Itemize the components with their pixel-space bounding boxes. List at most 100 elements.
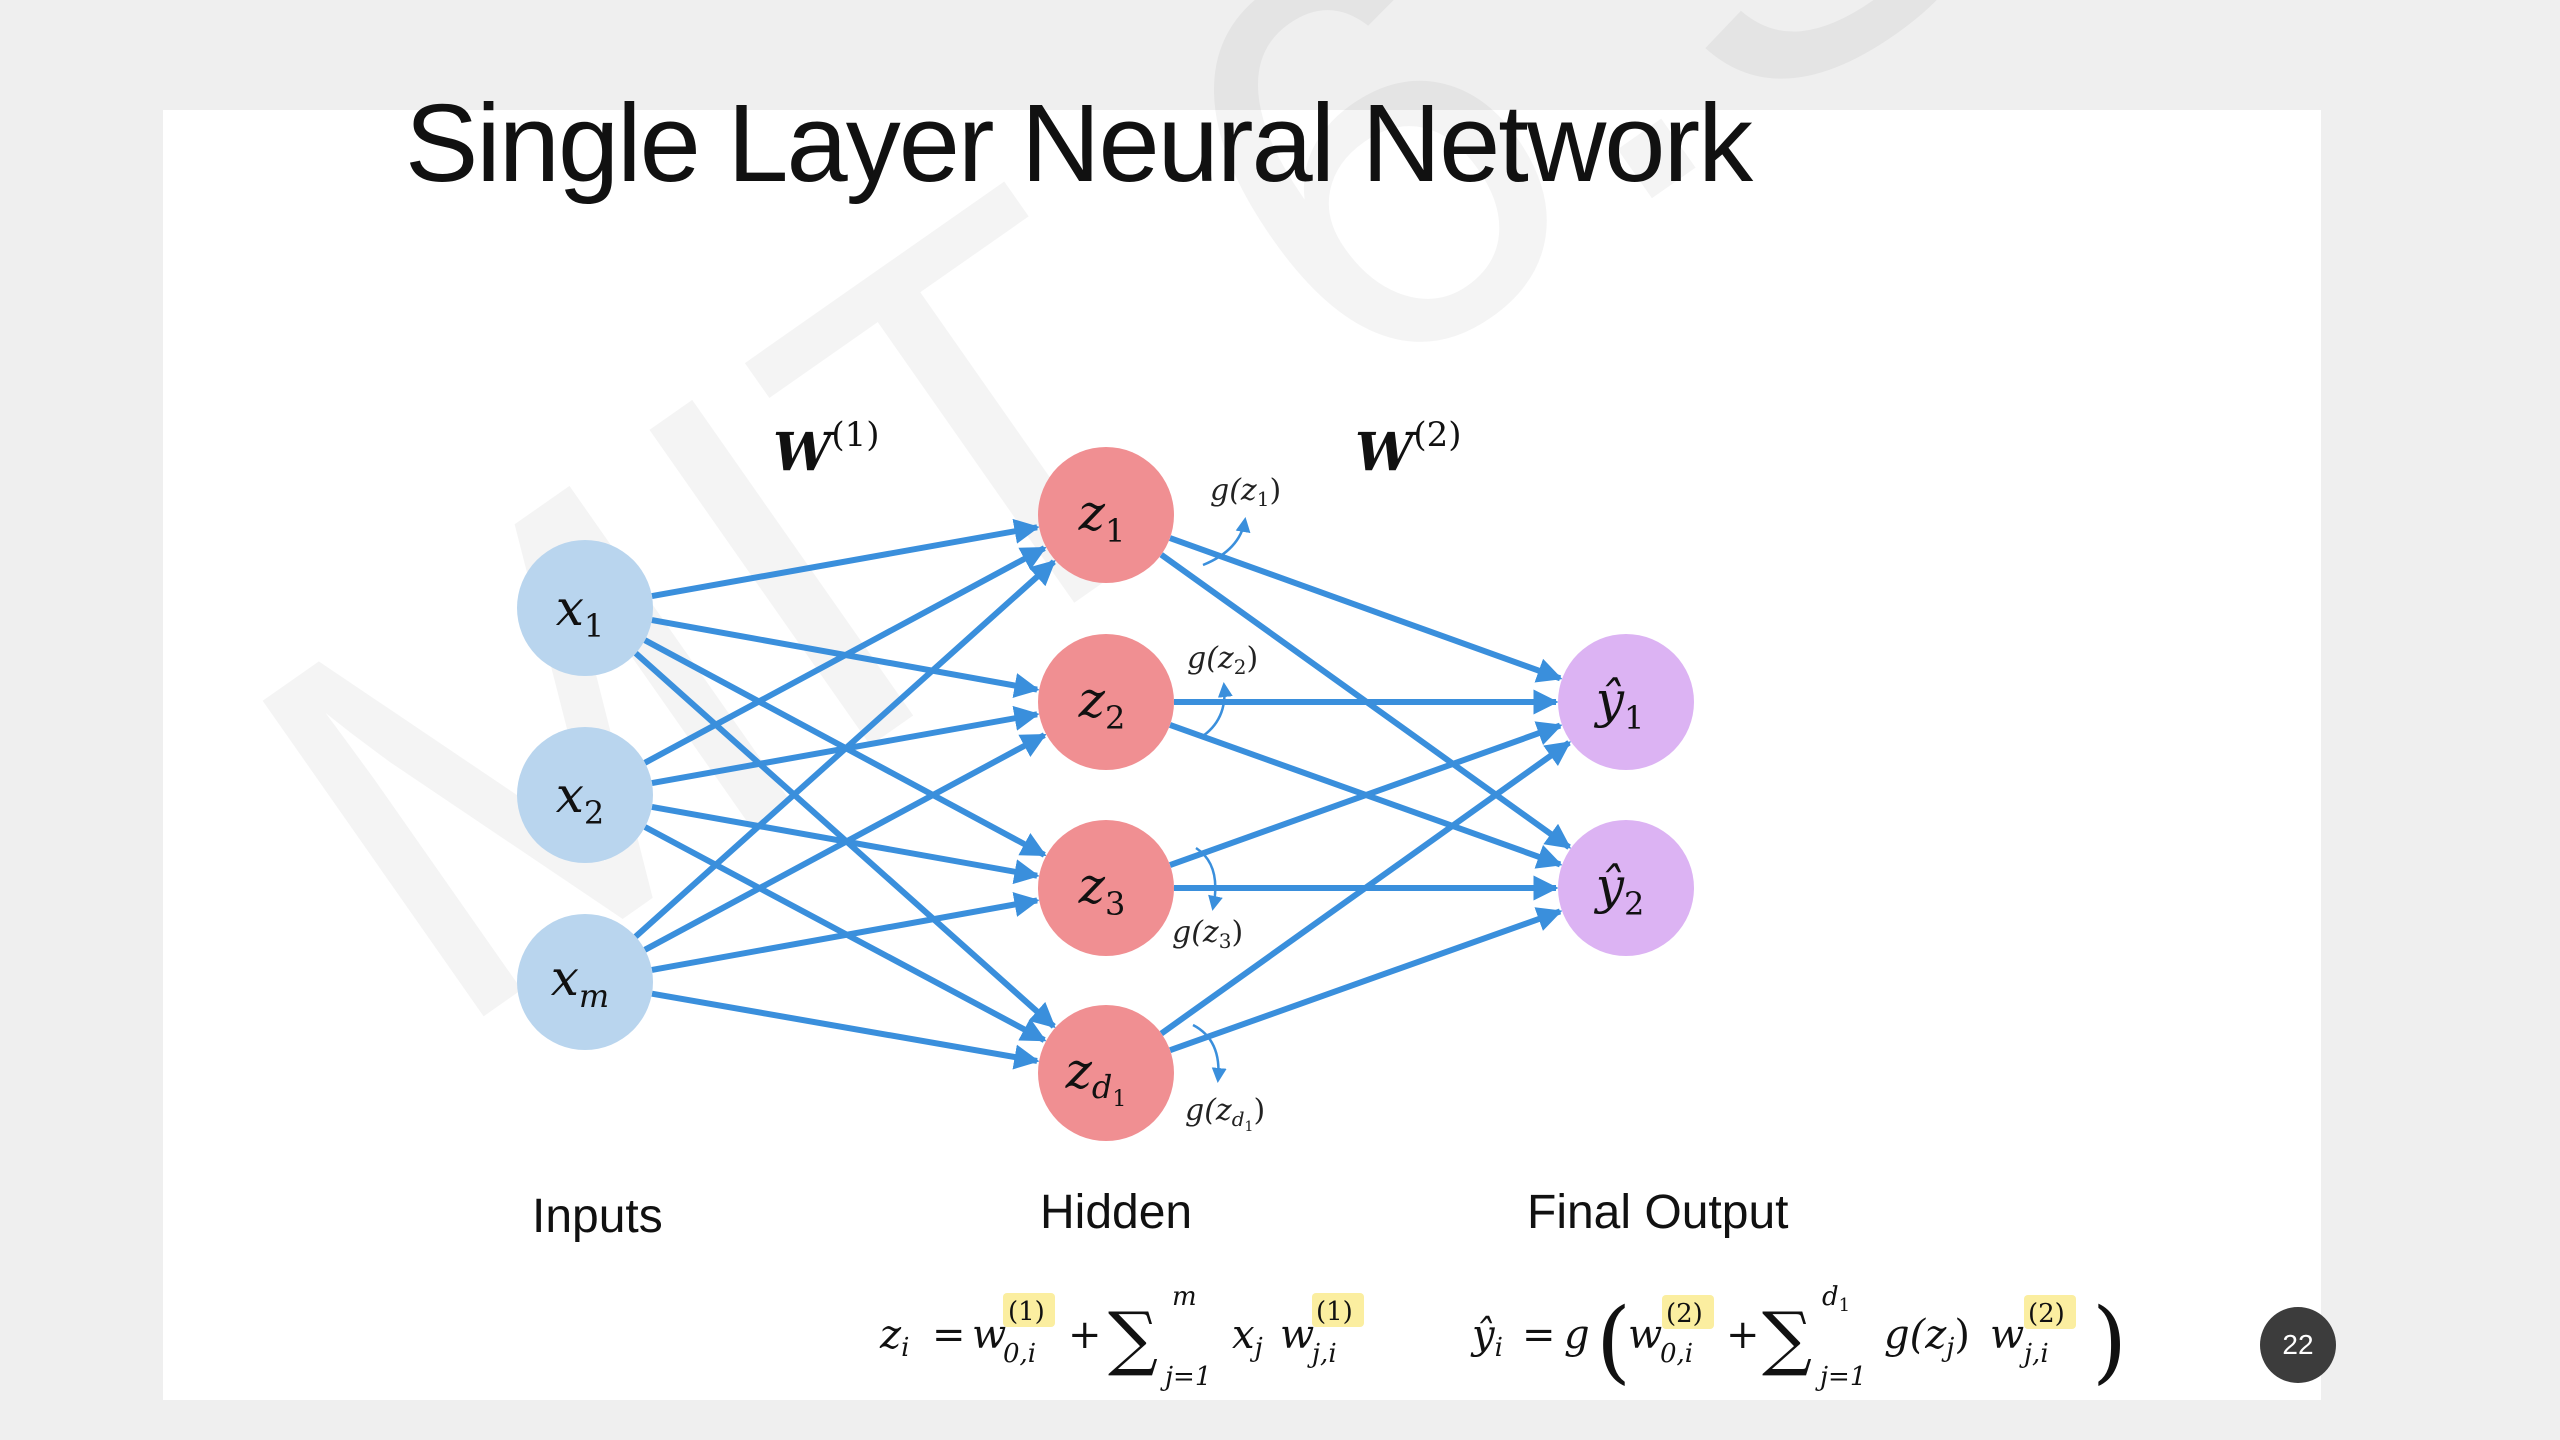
highlight-w2-sum: [2024, 1295, 2076, 1329]
node-subscript: d: [1092, 1068, 1112, 1106]
node-label: x: [556, 766, 584, 824]
svg-text:(1): (1): [1008, 1297, 1045, 1327]
svg-text:(2): (2): [1666, 1299, 1703, 1329]
svg-text:j=1: j=1: [1160, 1362, 1211, 1392]
input-node-x2: x2: [517, 727, 653, 863]
svg-text:j,i: j,i: [2019, 1339, 2049, 1369]
activation-label-z3: g(z3): [1172, 915, 1243, 953]
activation-arrow-z2: [1199, 682, 1233, 740]
weight-label-w2: W(2): [1355, 415, 1462, 483]
input-hidden-edge-2-1: [643, 732, 1047, 953]
node-subscript: 1: [584, 607, 604, 645]
layer-label-inputs: Inputs: [532, 1190, 663, 1243]
output-equation: ŷi = g ( w (2) 0,i + ∑ d1 j=1 g(zj) w (2…: [1470, 1282, 2127, 1394]
node-subscript: m: [579, 977, 609, 1015]
input-hidden-edge-1-0: [643, 545, 1047, 766]
svg-text:w: w: [972, 1312, 1006, 1358]
hidden-node-circle: [1038, 1005, 1174, 1141]
activation-arrow-z3: [1195, 846, 1223, 911]
svg-text:∑: ∑: [1762, 1297, 1812, 1379]
node-label: x: [556, 579, 584, 637]
svg-text:zi: zi: [879, 1312, 909, 1363]
svg-text:0,i: 0,i: [1660, 1339, 1693, 1369]
svg-text:ŷ2: ŷ2: [1594, 857, 1645, 923]
svg-text:w: w: [1628, 1312, 1662, 1358]
node-subscript: 2: [1624, 885, 1644, 923]
svg-text:x1: x1: [556, 579, 605, 645]
hidden-node-z3: z3: [1038, 820, 1174, 956]
node-label: x: [551, 949, 579, 1007]
input-hidden-edge-2-3: [651, 990, 1040, 1070]
svg-text:z3: z3: [1078, 857, 1126, 923]
output-node-y1: ŷ1: [1558, 634, 1694, 770]
activation-arrow-zd1: [1192, 1023, 1227, 1083]
layer-label-hidden: Hidden: [1040, 1186, 1192, 1239]
svg-text:=: =: [932, 1312, 966, 1358]
svg-text:(: (: [1596, 1289, 1631, 1394]
svg-text:(2): (2): [2028, 1299, 2065, 1329]
hidden-node-z2: z2: [1038, 634, 1174, 770]
layer-label-output: Final Output: [1527, 1186, 1788, 1239]
svg-text:xj: xj: [1232, 1312, 1263, 1363]
output-node-circle: [1558, 820, 1694, 956]
svg-text:g(zj): g(zj): [1884, 1312, 1970, 1363]
svg-text:+: +: [1068, 1312, 1102, 1358]
weight-superscript: (2): [1413, 415, 1461, 455]
node-subscript: 1: [1624, 699, 1644, 737]
highlight-w2-bias: [1662, 1295, 1714, 1329]
activation-arrow-z1: [1202, 517, 1251, 567]
hidden-node-circle: [1038, 447, 1174, 583]
svg-text:x2: x2: [556, 766, 605, 832]
svg-text:w: w: [1280, 1312, 1314, 1358]
svg-text:+: +: [1726, 1312, 1760, 1358]
edge-group: [633, 518, 1572, 1070]
node-label: z: [1065, 1042, 1093, 1100]
node-label: z: [1078, 484, 1106, 542]
svg-text:ŷ1: ŷ1: [1594, 671, 1645, 737]
hidden-equation: zi = w (1) 0,i + ∑ m j=1 xj w (1) j,i: [879, 1282, 1364, 1392]
hidden-output-edge-2-0: [1169, 721, 1563, 868]
input-node-circle: [517, 540, 653, 676]
svg-text:j,i: j,i: [1307, 1339, 1337, 1369]
input-hidden-edge-0-0: [651, 518, 1040, 600]
hidden-node-circle: [1038, 820, 1174, 956]
svg-text:g: g: [1564, 1312, 1590, 1358]
highlight-w1-sum: [1312, 1293, 1364, 1327]
hidden-node-circle: [1038, 634, 1174, 770]
weight-superscript: (1): [831, 415, 879, 455]
svg-text:z2: z2: [1078, 671, 1126, 737]
input-hidden-edge-2-2: [651, 892, 1040, 973]
weight-label-w1: W(1): [773, 415, 880, 483]
page-number-badge: 22: [2260, 1307, 2336, 1383]
activation-label-zd1: g(zd1): [1185, 1093, 1265, 1135]
svg-text:m: m: [1172, 1282, 1197, 1312]
svg-text:z1: z1: [1078, 484, 1126, 550]
hidden-output-edge-0-0: [1168, 535, 1563, 683]
hidden-node-zd1: zd1: [1038, 1005, 1174, 1141]
svg-text:): ): [2092, 1289, 2127, 1394]
node-subsubscript: 1: [1112, 1087, 1126, 1112]
svg-text:zd1: zd1: [1065, 1042, 1127, 1112]
input-node-circle: [517, 727, 653, 863]
node-subscript: 2: [584, 794, 604, 832]
node-subscript: 1: [1105, 512, 1125, 550]
hidden-output-edge-3-0: [1159, 740, 1572, 1036]
node-subscript: 3: [1105, 885, 1125, 923]
output-node-circle: [1558, 634, 1694, 770]
svg-text:ŷi: ŷi: [1470, 1312, 1503, 1363]
input-hidden-edge-2-0: [633, 559, 1056, 939]
node-label: z: [1078, 857, 1106, 915]
node-subscript: 2: [1105, 699, 1125, 737]
svg-text:=: =: [1522, 1312, 1556, 1358]
hidden-node-z1: z1: [1038, 447, 1174, 583]
input-node-xm: xm: [517, 914, 653, 1050]
svg-text:w: w: [1990, 1312, 2024, 1358]
svg-text:xm: xm: [551, 949, 610, 1015]
activation-label-z2: g(z2): [1187, 641, 1258, 679]
slide-title: Single Layer Neural Network: [405, 82, 1753, 205]
activation-label-z1: g(z1): [1210, 473, 1281, 511]
weight-base: W: [1355, 422, 1418, 483]
input-node-x1: x1: [517, 540, 653, 676]
hidden-output-edge-3-1: [1169, 907, 1563, 1054]
